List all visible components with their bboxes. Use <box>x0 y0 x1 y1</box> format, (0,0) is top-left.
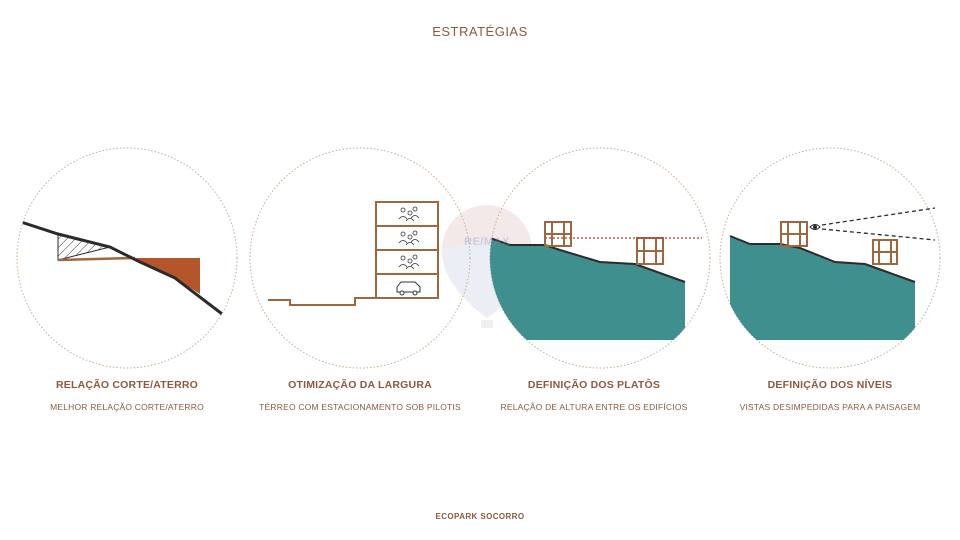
eye-icon <box>809 224 821 230</box>
panel-1-title: RELAÇÃO CORTE/ATERRO <box>55 379 199 391</box>
terrain-line <box>490 237 686 283</box>
building <box>375 201 439 299</box>
terrain-line <box>729 235 916 283</box>
building-lower <box>872 239 898 265</box>
cut-area <box>57 233 111 261</box>
terrain-line <box>17 218 231 322</box>
panel-4-diagram <box>719 147 941 369</box>
panel-2-diagram <box>249 147 471 369</box>
building-upper <box>544 221 572 247</box>
panel-4-subtitle: VISTAS DESIMPEDIDAS PARA A PAISAGEM <box>739 402 921 412</box>
building-upper <box>780 221 808 247</box>
panel-1-subtitle: MELHOR RELAÇÃO CORTE/ATERRO <box>50 402 204 412</box>
panel-3-diagram <box>489 147 711 369</box>
people-icon <box>398 230 420 246</box>
panel-4-title: DEFINIÇÃO DOS NÍVEIS <box>767 379 893 391</box>
car-icon <box>396 281 421 296</box>
page-title: ESTRATÉGIAS <box>432 24 528 39</box>
terrain-fill <box>490 238 685 340</box>
ground-profile <box>268 297 376 306</box>
panel-2-circle <box>249 147 471 369</box>
footer-label: ECOPARK SOCORRO <box>435 512 525 521</box>
panel-2-subtitle: TÉRREO COM ESTACIONAMENTO SOB PILOTIS <box>259 402 461 412</box>
panel-3-circle <box>489 147 711 369</box>
sightline-lower <box>821 228 936 241</box>
panel-2-title: OTIMIZAÇÃO DA LARGURA <box>288 379 432 391</box>
people-icon <box>398 254 420 270</box>
panel-1-diagram <box>16 147 238 369</box>
platform-line <box>57 256 136 262</box>
terrain-fill <box>730 236 915 340</box>
panel-3-title: DEFINIÇÃO DOS PLATÔS <box>527 379 661 391</box>
panel-3-subtitle: RELAÇÃO DE ALTURA ENTRE OS EDIFÍCIOS <box>500 402 688 412</box>
building-lower <box>636 237 664 265</box>
people-icon <box>398 206 420 222</box>
panel-4-circle <box>719 147 941 369</box>
panel-1-circle <box>16 147 238 369</box>
sightline-upper <box>821 207 936 226</box>
watermark-text: RE/MAX <box>464 236 510 248</box>
fill-area <box>135 258 200 294</box>
